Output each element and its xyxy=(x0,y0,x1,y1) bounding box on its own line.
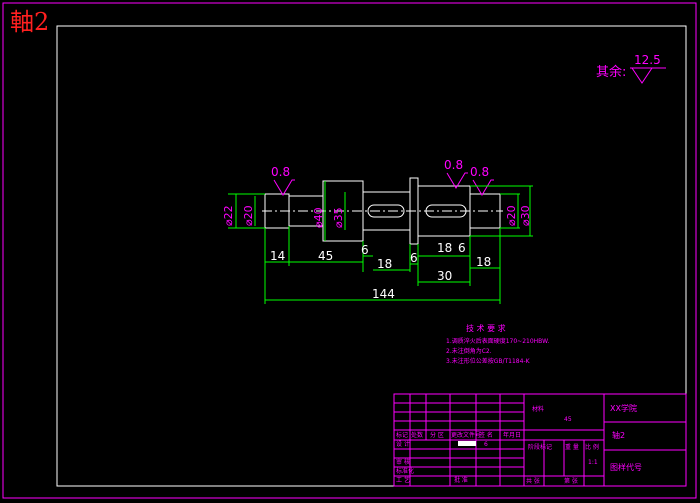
length-label: 6 xyxy=(410,251,418,265)
length-label: 144 xyxy=(372,287,395,301)
roughness-note-value: 12.5 xyxy=(634,53,661,67)
change-doc-label: 更改文件号 xyxy=(451,431,481,439)
diameter-label: ⌀20 xyxy=(505,205,518,226)
diameter-labels: ⌀22 ⌀20 ⌀40 ⌀35 ⌀20 ⌀30 xyxy=(222,205,532,228)
title-block-text: 材料 45 XX学院 轴2 图样代号 阶段标记 重 量 比 例 1:1 标记 处… xyxy=(396,403,642,485)
roughness-symbol xyxy=(631,67,666,84)
roughness-note-label: 其余: xyxy=(596,64,626,80)
drawing-title: 軸2 xyxy=(10,8,50,36)
std-label: 标准化 xyxy=(396,467,414,475)
check-label: 审 核 xyxy=(396,458,410,466)
diameter-label: ⌀20 xyxy=(242,205,255,226)
diameter-label: ⌀40 xyxy=(312,207,325,228)
length-label: 18 xyxy=(437,241,452,255)
craft-label: 工 艺 xyxy=(396,476,410,484)
tech-requirement-item: 1.调质淬火后表面硬度170~210HBW. xyxy=(446,337,549,345)
scale-label: 比 例 xyxy=(585,443,599,451)
stage-label: 阶段标记 xyxy=(528,443,552,451)
sheets-total: 共 张 xyxy=(526,477,540,485)
surface-roughness-value: 0.8 xyxy=(470,165,489,179)
surface-roughness-value: 0.8 xyxy=(444,158,463,172)
tech-requirement-item: 2.未注倒角为C2. xyxy=(446,347,492,355)
length-label: 6 xyxy=(361,243,369,257)
surface-roughness-symbol xyxy=(472,179,494,196)
school-name: XX学院 xyxy=(610,403,637,413)
shaft-outline xyxy=(262,177,503,245)
length-label: 18 xyxy=(377,257,392,271)
drawing-number: 图样代号 xyxy=(610,462,642,472)
diameter-label: ⌀35 xyxy=(332,207,345,228)
length-label: 6 xyxy=(458,241,466,255)
weight-label: 重 量 xyxy=(565,443,579,451)
length-label: 18 xyxy=(476,255,491,269)
zone-label: 分 区 xyxy=(430,431,444,439)
diameter-label: ⌀22 xyxy=(222,205,235,226)
length-dimension-lines xyxy=(264,226,501,304)
diameter-label: ⌀30 xyxy=(519,205,532,226)
mark-label: 标记 xyxy=(396,431,408,439)
tech-requirement-item: 3.未注形位公差按GB/T1184-K xyxy=(446,357,531,365)
surface-roughness-symbol xyxy=(273,179,295,196)
length-label: 45 xyxy=(318,249,333,263)
sheet-no: 第 张 xyxy=(564,477,578,485)
part-name: 轴2 xyxy=(612,430,625,440)
length-label: 30 xyxy=(437,269,452,283)
sheet-num: 6 xyxy=(484,441,488,448)
count-label: 处数 xyxy=(411,431,423,439)
title-block-grid xyxy=(393,393,687,487)
diameter-extension-lines xyxy=(228,181,533,241)
scale-value: 1:1 xyxy=(588,459,598,466)
tech-requirements-heading: 技 术 要 求 xyxy=(466,323,506,333)
sign-label: 签 名 xyxy=(479,431,493,439)
material-value: 45 xyxy=(564,416,572,423)
title-block-fill xyxy=(458,441,476,446)
date-label: 年月日 xyxy=(503,431,521,439)
length-labels: 14 45 6 18 6 18 6 30 18 144 xyxy=(270,241,491,301)
inner-frame xyxy=(56,25,687,487)
surface-roughness-symbol xyxy=(446,172,468,189)
length-label: 14 xyxy=(270,249,285,263)
approve-label: 批 准 xyxy=(454,476,468,484)
design-label: 设 计 xyxy=(396,440,410,448)
surface-roughness-value: 0.8 xyxy=(271,165,290,179)
material-label: 材料 xyxy=(532,405,544,413)
